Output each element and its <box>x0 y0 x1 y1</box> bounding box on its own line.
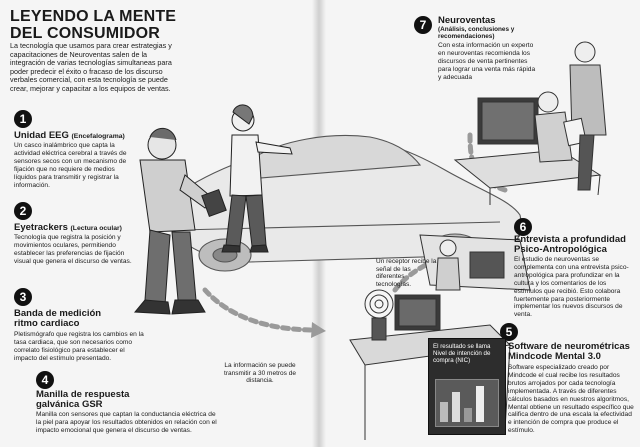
step-2-badge: 2 <box>14 202 32 220</box>
office-scene <box>453 41 607 205</box>
section-3-title: Banda de medición ritmo cardiaco <box>14 309 214 329</box>
section-1-title: Unidad EEG (Encefalograma) <box>14 131 214 142</box>
section-2-title: Eyetrackers (Lectura ocular) <box>14 223 214 234</box>
section-4-body: Manilla con sensores que captan la condu… <box>36 411 217 434</box>
section-3-body: Pletismógrafo que registra los cambios e… <box>14 331 144 362</box>
section-5-body: Software especializado creado por Mindco… <box>508 364 634 435</box>
salesperson-figure <box>221 104 293 253</box>
section-5-title-line-2: Mindcode Mental 3.0 <box>508 351 601 362</box>
result-monitor: El resultado se llama Nivel de intención… <box>428 338 506 435</box>
title-line-1: LEYENDO LA MENTE <box>10 8 177 25</box>
section-5-title-line-1: Software de neurométricas <box>508 341 630 352</box>
section-5-title: Software de neurométricas Mindcode Menta… <box>508 342 636 362</box>
arrow-head-icon <box>311 322 326 338</box>
section-1-title-text: Unidad EEG <box>14 130 69 141</box>
section-4-title-line-1: Manilla de respuesta <box>36 389 130 400</box>
section-1-subtitle: (Encefalograma) <box>71 133 125 140</box>
test-subject-figure <box>133 127 227 315</box>
step-6-badge: 6 <box>514 218 532 236</box>
section-3-title-line-2: ritmo cardiaco <box>14 318 80 329</box>
title-line-2: DEL CONSUMIDOR <box>10 25 161 42</box>
step-4-badge: 4 <box>36 371 54 389</box>
section-6-body: El estudio de neuroventas se complementa… <box>514 256 629 319</box>
section-7-subtitle: (Análisis, conclusiones y recomendacione… <box>438 26 515 41</box>
step-1-badge: 1 <box>14 110 32 128</box>
section-6-title-line-1: Entrevista a profundidad <box>514 234 626 245</box>
receiver-note: Un receptor recibe la señal de las difer… <box>376 258 437 288</box>
page-title: LEYENDO LA MENTE DEL CONSUMIDOR <box>10 8 210 42</box>
section-3-title-line-1: Banda de medición <box>14 308 102 319</box>
section-6-title-line-2: Psico-Antropológica <box>514 244 607 255</box>
result-note: El resultado se llama Nivel de intención… <box>433 343 491 365</box>
section-2-subtitle: (Lectura ocular) <box>70 225 122 232</box>
section-6-title: Entrevista a profundidad Psico-Antropoló… <box>514 235 638 255</box>
step-7-badge: 7 <box>414 16 432 34</box>
section-7-body: Con esta información un experto en neuro… <box>438 42 536 81</box>
step-3-badge: 3 <box>14 288 32 306</box>
section-4-title-line-2: galvánica GSR <box>36 399 103 410</box>
section-4-title: Manilla de respuesta galvánica GSR <box>36 390 236 410</box>
transmit-note: La información se puede transmitir a 30 … <box>224 362 296 385</box>
section-7-title: Neuroventas <box>438 15 496 26</box>
section-1-body: Un casco inalámbrico que capta la activi… <box>14 142 127 189</box>
intro-paragraph: La tecnología que usamos para crear estr… <box>10 41 172 93</box>
section-2-title-text: Eyetrackers <box>14 222 68 233</box>
step-5-badge: 5 <box>500 323 518 341</box>
result-chart-image <box>435 379 499 427</box>
interview-scene <box>419 234 531 291</box>
section-2-body: Tecnología que registra la posición y mo… <box>14 234 132 265</box>
